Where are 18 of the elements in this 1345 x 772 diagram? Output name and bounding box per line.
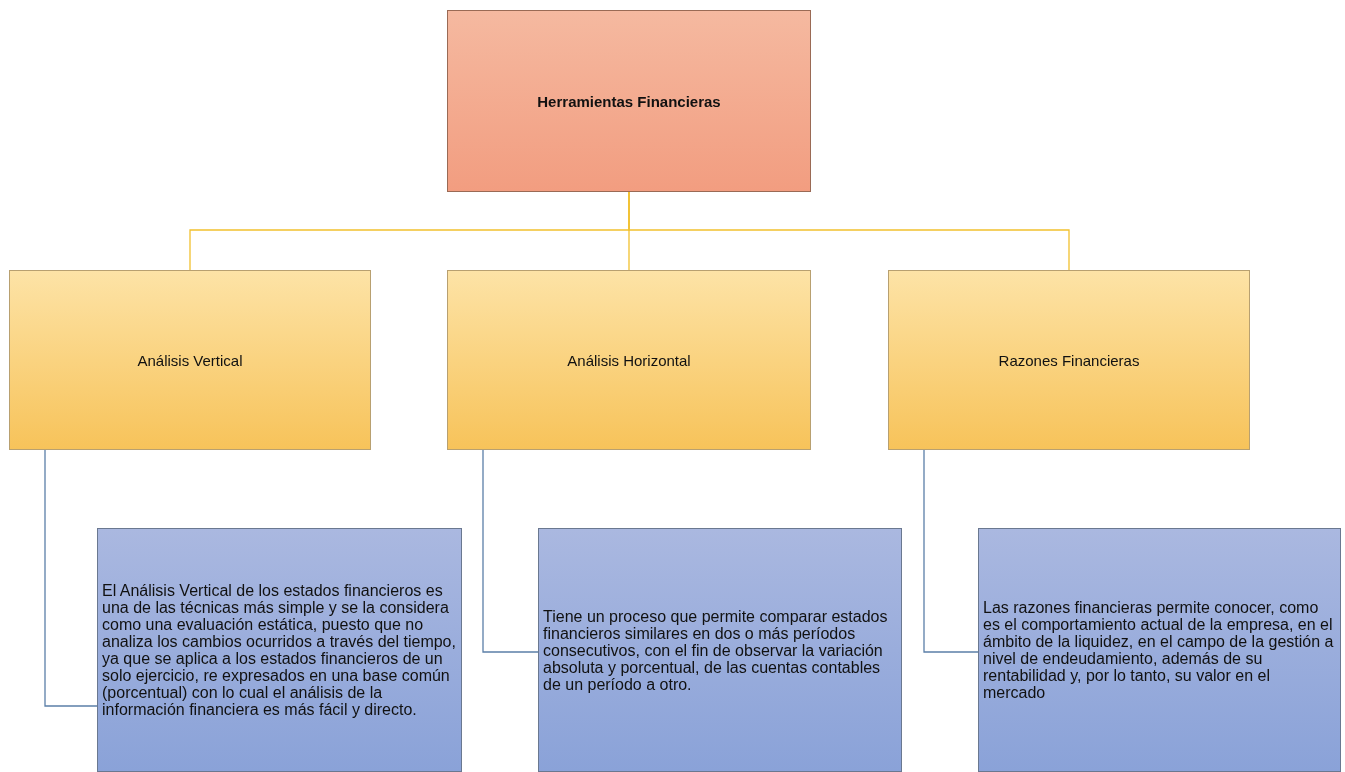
description-text: El Análisis Vertical de los estados financieros es una de las técnicas más simple y se la considera como una evaluación estática, puesto que no analiza los cambios ocurridos a través del tiempo, ya que se aplica a los estados financieros de un solo ejercicio, re expresados en una base común (porcentual) con lo cual el análisis de la información financiera es más fácil y directo. [102, 582, 457, 718]
box-label: Razones Financieras [998, 351, 1140, 369]
connector-line [482, 449, 539, 653]
connector-line [628, 191, 1070, 271]
connector-line [44, 449, 98, 707]
box-label: Herramientas Financieras [537, 92, 721, 110]
connector-line [923, 449, 979, 653]
title-box [447, 10, 811, 192]
category-box [888, 270, 1250, 450]
category-box [9, 270, 371, 450]
box-label: Análisis Vertical [137, 351, 243, 369]
category-box [447, 270, 811, 450]
box-label: Análisis Horizontal [567, 351, 691, 369]
description-text: Las razones financieras permite conocer, como es el comportamiento actual de la empresa, en el ámbito de la liquidez, en el campo de la gestión a nivel de endeudamiento, además de su rentabilidad y, por lo tanto, su valor en el mercado [983, 599, 1335, 701]
description-box [538, 528, 902, 772]
description-box [978, 528, 1341, 772]
description-box [97, 528, 462, 772]
description-text: Tiene un proceso que permite comparar estados financieros similares en dos o más períodos consecutivos, con el fin de observar la variación absoluta y porcentual, de las cuentas contables de un período a otro. [543, 607, 889, 693]
